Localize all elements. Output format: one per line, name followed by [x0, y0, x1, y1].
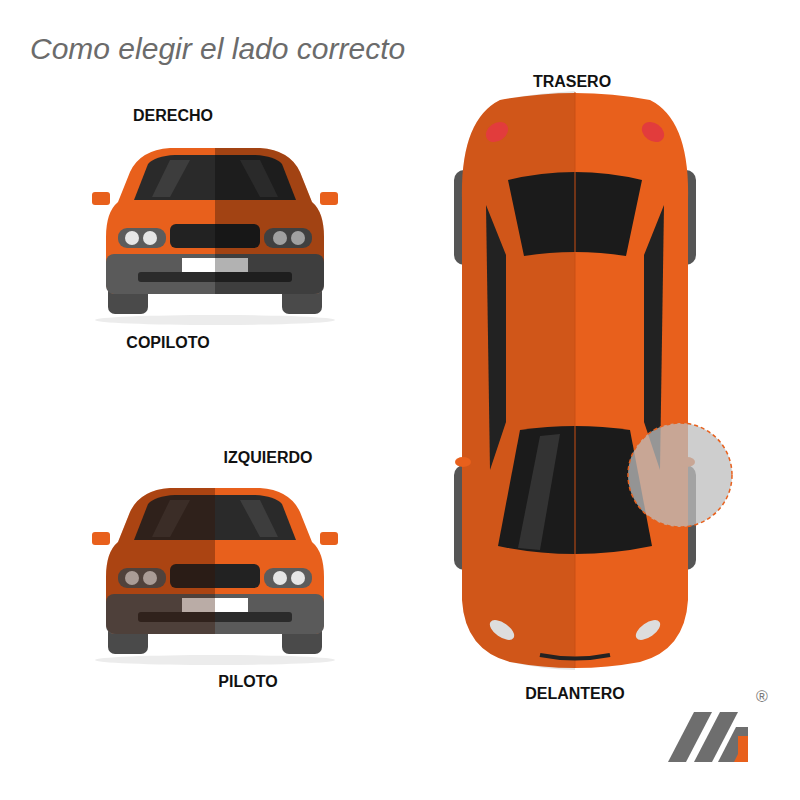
seat-label: PILOTO	[218, 673, 277, 691]
side-label: DERECHO	[133, 107, 213, 125]
registered-mark: ®	[756, 688, 768, 706]
end-label: DELANTERO	[525, 685, 625, 703]
end-label: TRASERO	[533, 73, 611, 91]
seat-label: COPILOTO	[126, 334, 209, 352]
diagram-title: Como elegir el lado correcto	[30, 32, 405, 66]
side-label: IZQUIERDO	[224, 449, 313, 467]
